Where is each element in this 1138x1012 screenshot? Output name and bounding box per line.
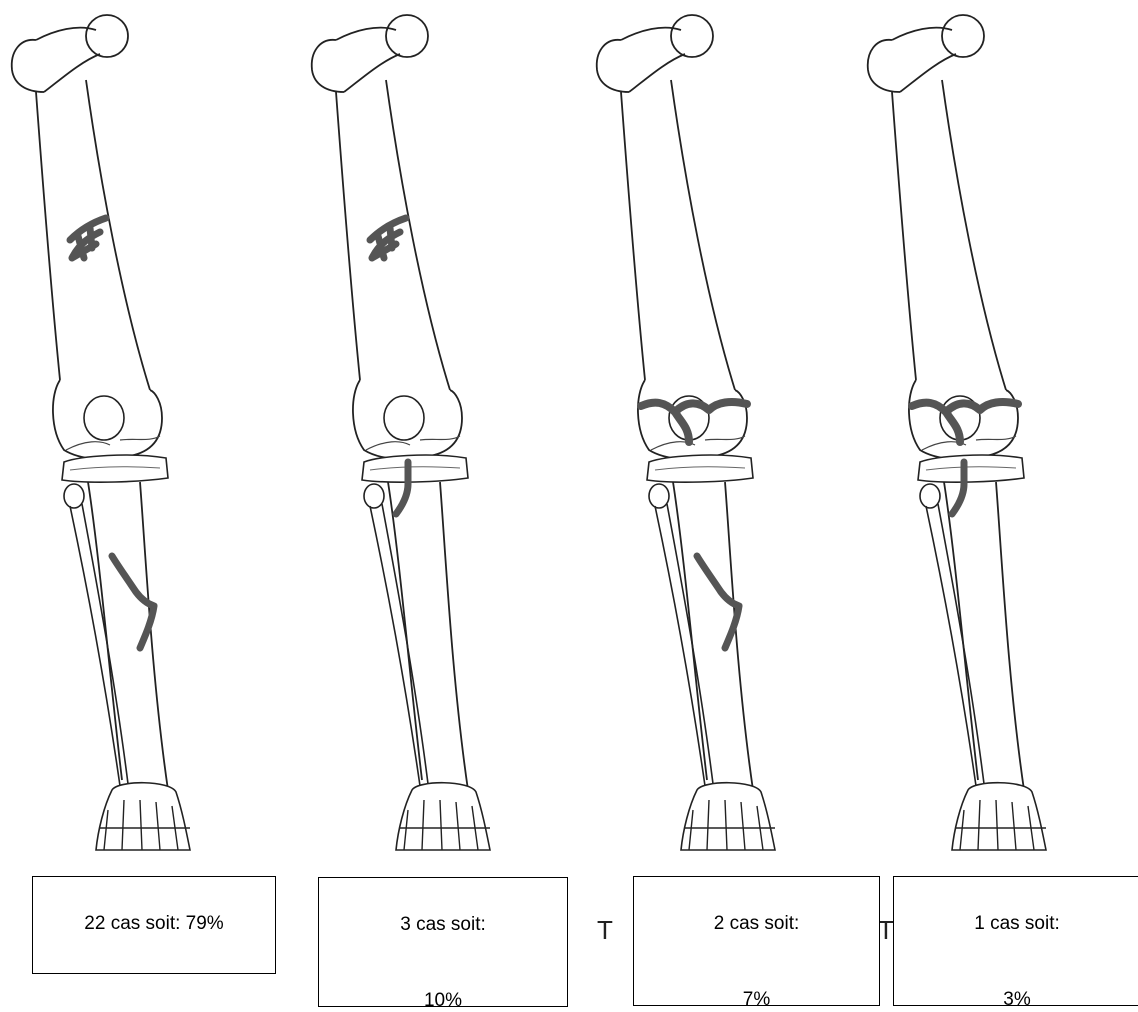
stray-letter: T <box>878 915 894 946</box>
leg-panel-1 <box>12 15 190 850</box>
case-count-box-4: 1 cas soit: 3% <box>893 876 1138 1006</box>
leg-panel-2 <box>312 15 490 850</box>
leg-panel-3 <box>597 15 775 850</box>
case-percent-label: 3% <box>894 989 1138 1011</box>
leg-panel-4 <box>868 15 1046 850</box>
case-count-label: 2 cas soit: <box>634 913 879 935</box>
case-count-box-2: 3 cas soit: 10% <box>318 877 568 1007</box>
case-percent-label: 7% <box>634 989 879 1011</box>
case-count-box-3: 2 cas soit: 7% <box>633 876 880 1006</box>
case-count-label: 1 cas soit: <box>894 913 1138 935</box>
femur-fracture-mark <box>370 218 406 258</box>
femur-fracture-mark <box>70 218 106 258</box>
stray-letter: T <box>597 915 613 946</box>
case-count-label: 22 cas soit: 79% <box>33 913 275 935</box>
case-count-label: 3 cas soit: <box>319 914 567 936</box>
tibia-fracture-mark <box>697 556 739 648</box>
case-count-box-1: 22 cas soit: 79% <box>32 876 276 974</box>
tibia-fracture-mark <box>112 556 154 648</box>
case-percent-label: 10% <box>319 990 567 1012</box>
